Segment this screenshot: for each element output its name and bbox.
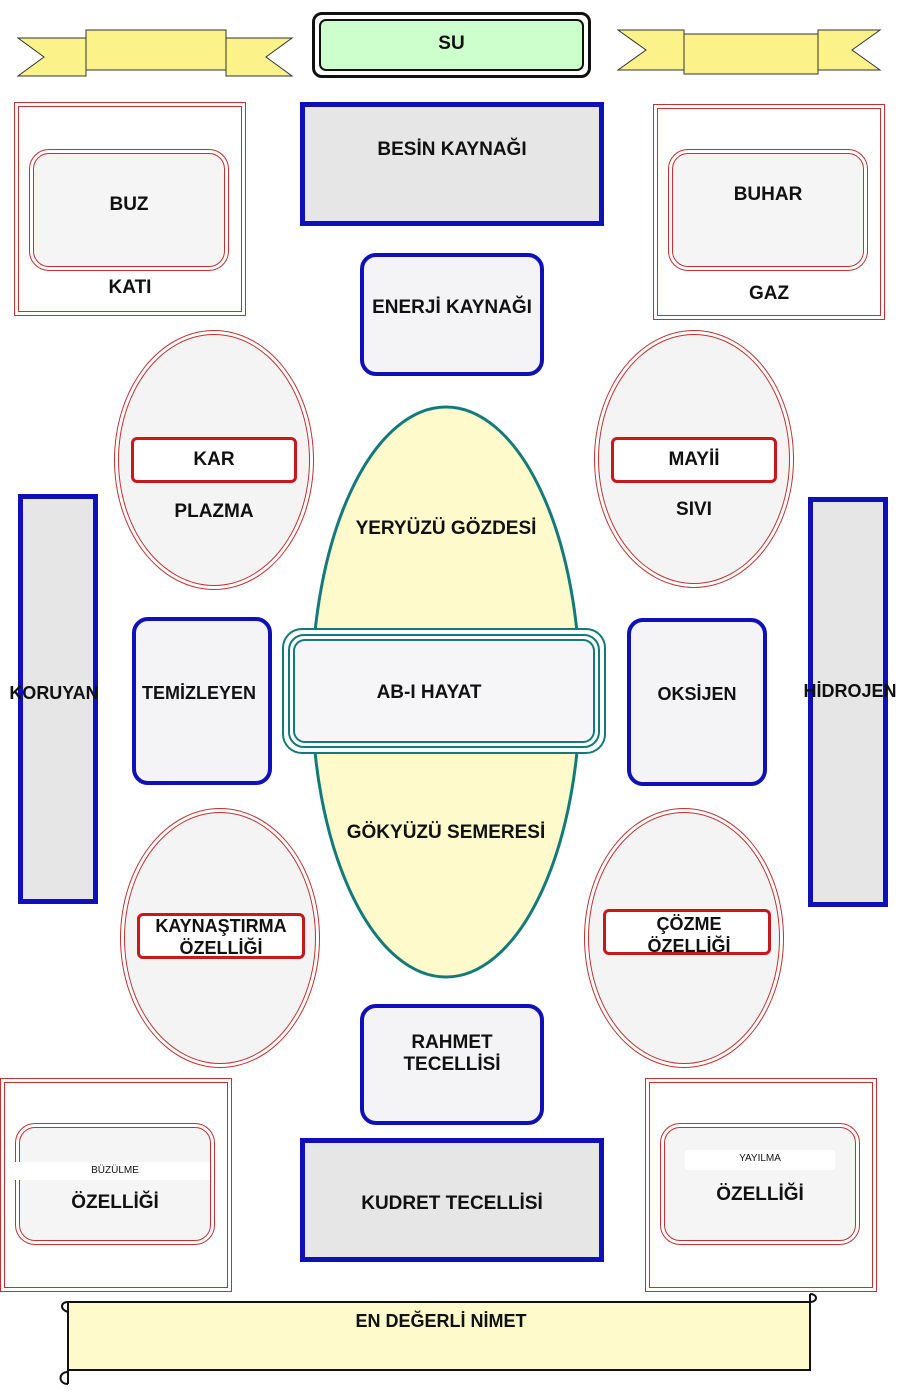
mayii-pill: MAYİİ bbox=[611, 437, 777, 483]
protector-bar bbox=[18, 494, 98, 904]
ice-box: BUZ bbox=[29, 149, 229, 271]
spread-box: YAYILMA ÖZELLİĞİ bbox=[660, 1123, 860, 1245]
plasma-oval: KAR PLAZMA bbox=[118, 334, 310, 586]
solid-state-frame: BUZ KATI bbox=[14, 102, 246, 316]
mercy-label: RAHMET TECELLİSİ bbox=[403, 1032, 501, 1075]
bottom-banner-label: EN DEĞERLİ NİMET bbox=[355, 1311, 527, 1331]
gas-label: GAZ bbox=[748, 283, 790, 304]
liquid-oval: MAYİİ SIVI bbox=[598, 334, 790, 584]
title-box: SU bbox=[312, 12, 591, 78]
title-text: SU bbox=[438, 33, 465, 54]
dissolve-label: ÇÖZME ÖZELLİĞİ bbox=[647, 914, 731, 956]
hydrogen-label: HİDROJEN bbox=[803, 681, 897, 701]
dissolve-oval: ÇÖZME ÖZELLİĞİ bbox=[588, 812, 780, 1064]
ice-label: BUZ bbox=[109, 194, 149, 215]
right-ribbon-banner bbox=[616, 29, 882, 75]
shrink-box: BÜZÜLME ÖZELLİĞİ bbox=[14, 1123, 215, 1245]
spread-label: ÖZELLİĞİ bbox=[716, 1184, 804, 1205]
left-ribbon-banner bbox=[16, 29, 294, 77]
power-box: KUDRET TECELLİSİ bbox=[300, 1138, 604, 1262]
energy-source-label: ENERJİ KAYNAĞI bbox=[372, 297, 532, 318]
dissolve-pill bbox=[603, 909, 771, 955]
liquid-label: SIVI bbox=[676, 499, 712, 520]
shrink-small-label: BÜZÜLME bbox=[91, 1165, 139, 1176]
food-source-label: BESİN KAYNAĞI bbox=[377, 139, 527, 160]
mayii-label: MAYİİ bbox=[668, 449, 720, 470]
shrink-label: ÖZELLİĞİ bbox=[71, 1192, 159, 1213]
steam-label: BUHAR bbox=[733, 184, 803, 205]
center-main-label: AB-I HAYAT bbox=[376, 682, 482, 703]
spread-small-label: YAYILMA bbox=[739, 1153, 781, 1164]
gas-state-frame: BUHAR GAZ bbox=[653, 104, 885, 320]
cleaner-label: TEMİZLEYEN bbox=[141, 683, 256, 703]
mercy-box: RAHMET TECELLİSİ bbox=[360, 1004, 544, 1125]
snow-pill: KAR bbox=[131, 437, 297, 483]
shrink-frame: BÜZÜLME ÖZELLİĞİ bbox=[0, 1078, 232, 1292]
energy-source-box: ENERJİ KAYNAĞI bbox=[360, 253, 544, 376]
fusion-label: KAYNAŞTIRMA ÖZELLİĞİ bbox=[155, 916, 287, 958]
power-label: KUDRET TECELLİSİ bbox=[361, 1193, 543, 1214]
plasma-label: PLAZMA bbox=[174, 501, 254, 522]
fusion-oval: KAYNAŞTIRMA ÖZELLİĞİ bbox=[124, 812, 316, 1064]
upper-center-label: YERYÜZÜ GÖZDESİ bbox=[355, 518, 537, 539]
steam-box: BUHAR bbox=[668, 149, 868, 271]
spread-frame: YAYILMA ÖZELLİĞİ bbox=[645, 1078, 877, 1292]
fusion-pill bbox=[137, 913, 305, 959]
bottom-scroll bbox=[59, 1293, 817, 1385]
lower-center-label: GÖKYÜZÜ SEMERESİ bbox=[346, 822, 546, 843]
snow-label: KAR bbox=[193, 449, 235, 470]
solid-label: KATI bbox=[108, 277, 152, 298]
hydrogen-bar bbox=[808, 497, 888, 907]
center-box: AB-I HAYAT bbox=[282, 628, 606, 754]
food-source-box: BESİN KAYNAĞI bbox=[300, 102, 604, 226]
oxygen-box: OKSİJEN bbox=[627, 618, 767, 786]
cleaner-box bbox=[132, 617, 272, 785]
protector-label: KORUYAN bbox=[9, 683, 99, 703]
oxygen-label: OKSİJEN bbox=[657, 684, 737, 704]
